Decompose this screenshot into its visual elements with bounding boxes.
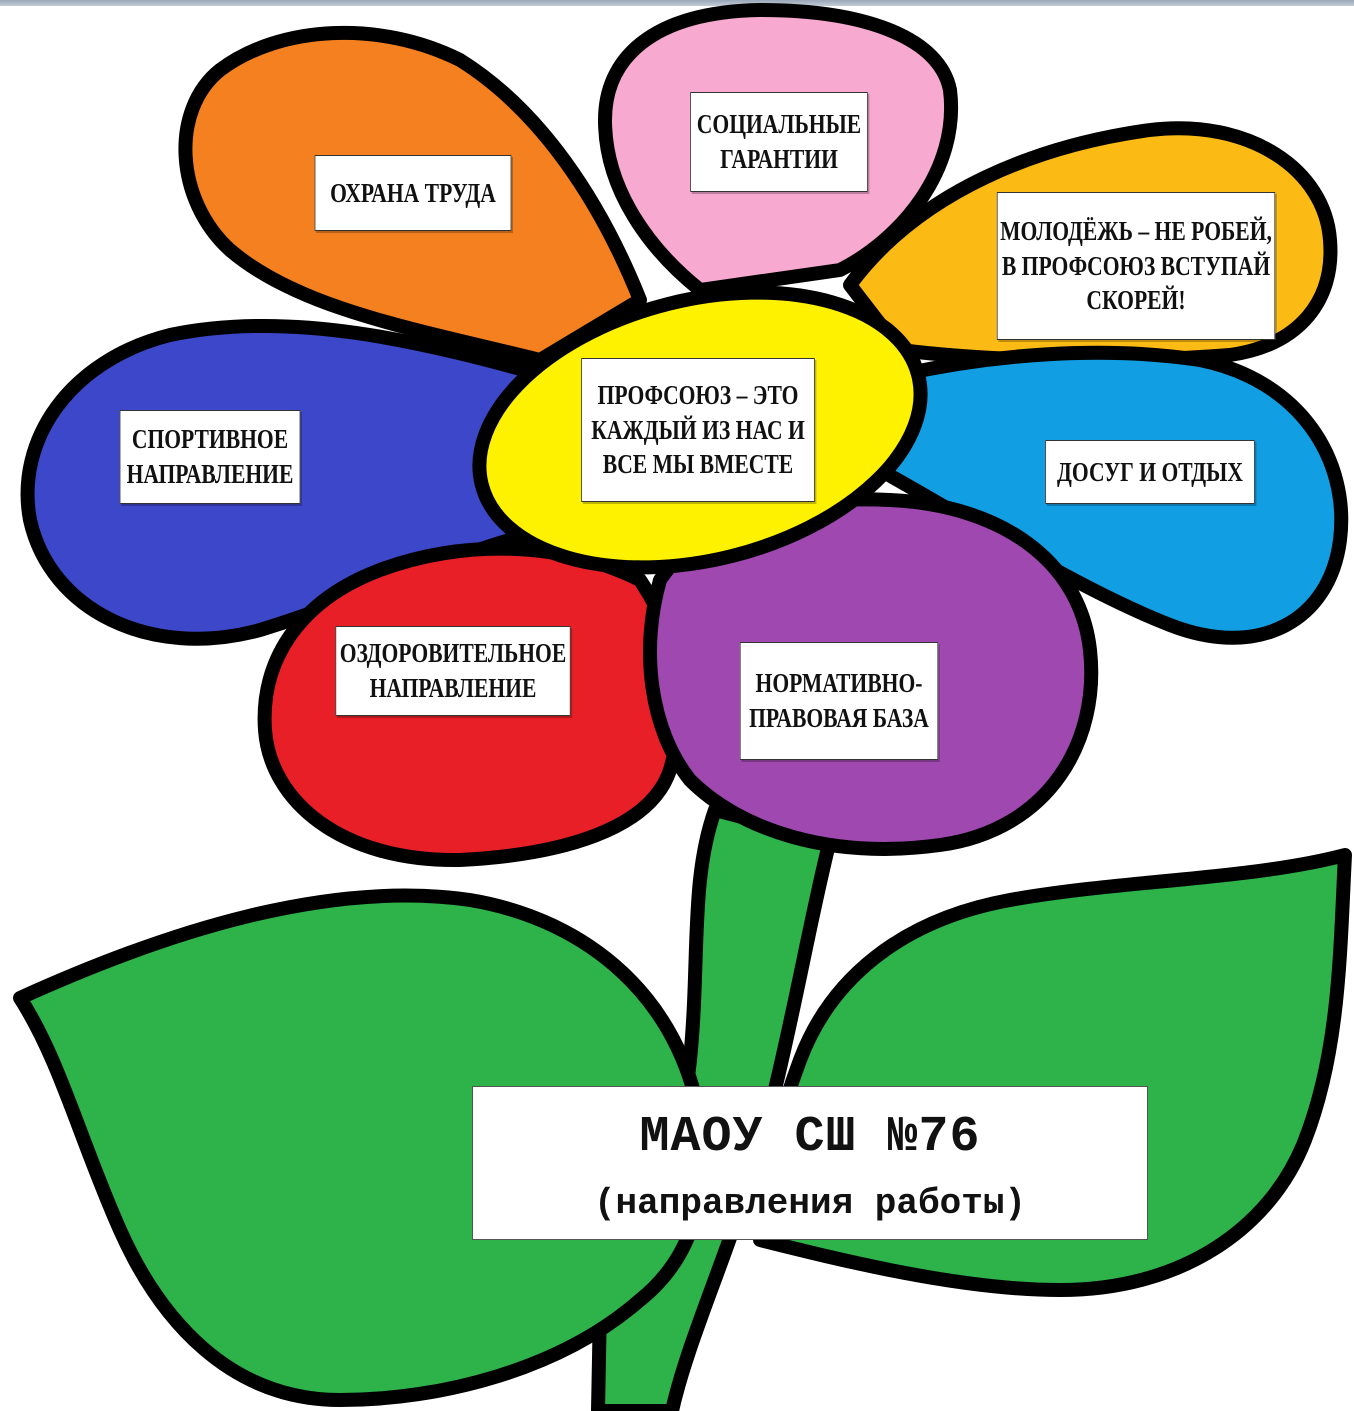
label-line: ПРОФСОЮЗ – ЭТО — [597, 380, 799, 411]
label-dosug-otdykh: ДОСУГ И ОТДЫХ — [1045, 440, 1255, 504]
label-ozdorovitelnoe: ОЗДОРОВИТЕЛЬНОЕ НАПРАВЛЕНИЕ — [335, 626, 571, 716]
title-box: МАОУ СШ №76 (направления работы) — [472, 1086, 1148, 1240]
label-line: ОЗДОРОВИТЕЛЬНОЕ — [339, 638, 567, 669]
label-line: НАПРАВЛЕНИЕ — [126, 459, 294, 489]
label-line: В ПРОФСОЮЗ ВСТУПАЙ — [1001, 250, 1271, 281]
label-normativno-pravovaya: НОРМАТИВНО- ПРАВОВАЯ БАЗА — [739, 642, 939, 760]
label-molodezh: МОЛОДЁЖЬ – НЕ РОБЕЙ, В ПРОФСОЮЗ ВСТУПАЙ … — [996, 192, 1276, 340]
label-line: ВСЕ МЫ ВМЕСТЕ — [602, 449, 794, 480]
label-line: КАЖДЫЙ ИЗ НАС И — [591, 414, 805, 445]
label-line: ДОСУГ И ОТДЫХ — [1057, 456, 1243, 487]
label-line: СПОРТИВНОЕ — [131, 424, 289, 455]
label-sportivnoe: СПОРТИВНОЕ НАПРАВЛЕНИЕ — [119, 410, 301, 504]
label-line: СКОРЕЙ! — [1086, 285, 1186, 316]
title-subtitle: (направления работы) — [593, 1183, 1027, 1224]
label-line: НАПРАВЛЕНИЕ — [369, 673, 537, 703]
label-line: ПРАВОВАЯ БАЗА — [749, 703, 929, 733]
label-socialnye-garantii: СОЦИАЛЬНЫЕ ГАРАНТИИ — [690, 92, 868, 192]
school-title: МАОУ СШ №76 — [639, 1109, 981, 1166]
label-line: СОЦИАЛЬНЫЕ — [696, 109, 862, 140]
label-line: ОХРАНА ТРУДА — [330, 177, 496, 208]
label-line: МОЛОДЁЖЬ – НЕ РОБЕЙ, — [1000, 216, 1272, 247]
label-center-profsoyuz: ПРОФСОЮЗ – ЭТО КАЖДЫЙ ИЗ НАС И ВСЕ МЫ ВМ… — [581, 358, 815, 502]
label-line: НОРМАТИВНО- — [755, 668, 923, 699]
leaf-left — [13, 888, 710, 1407]
top-border — [0, 0, 1354, 6]
label-line: ГАРАНТИИ — [720, 144, 838, 174]
label-okhrana-truda: ОХРАНА ТРУДА — [314, 155, 512, 231]
